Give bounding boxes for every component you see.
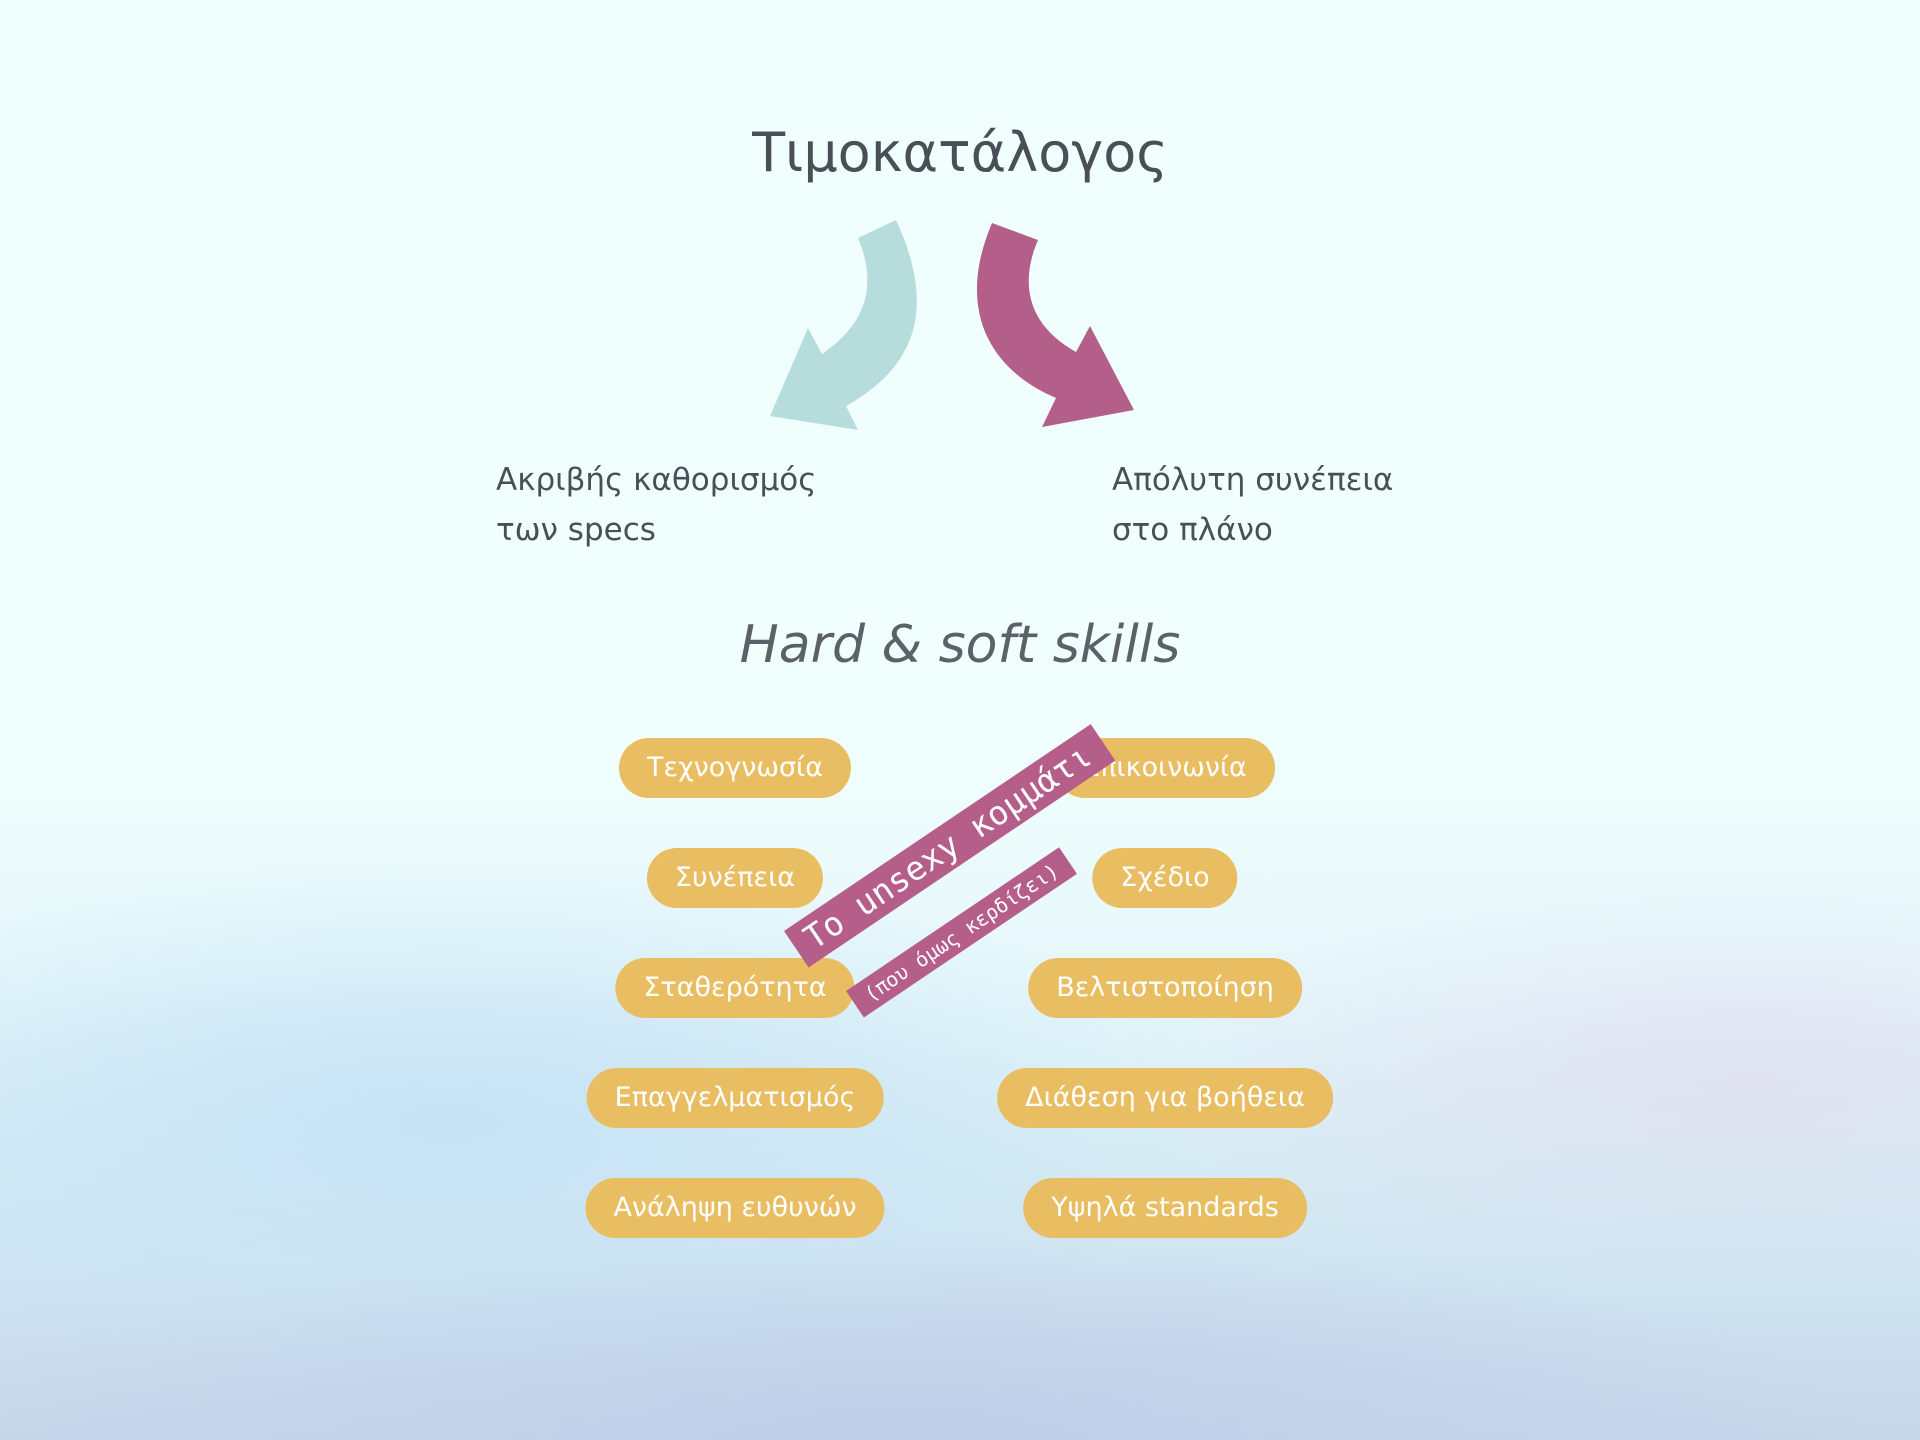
curved-arrow-down-left-icon bbox=[770, 220, 917, 430]
skills-subtitle: Hard & soft skills bbox=[739, 615, 1181, 675]
soft-skill-pill: Βελτιστοποίηση bbox=[1028, 958, 1302, 1018]
hard-skill-pill: Ανάληψη ευθυνών bbox=[585, 1178, 885, 1238]
right-caption-line2: στο πλάνο bbox=[1112, 512, 1273, 548]
soft-skill-pill: Σχέδιο bbox=[1092, 848, 1238, 908]
hard-skill-pill: Επαγγελματισμός bbox=[586, 1068, 884, 1128]
soft-skill-pill: Διάθεση για βοήθεια bbox=[997, 1068, 1333, 1128]
hard-skill-pill: Τεχνογνωσία bbox=[618, 738, 852, 798]
left-caption-line1: Ακριβής καθορισμός bbox=[496, 462, 817, 498]
slide-title: Τιμοκατάλογος bbox=[752, 121, 1168, 184]
right-caption-line1: Απόλυτη συνέπεια bbox=[1112, 462, 1394, 498]
left-caption: Ακριβής καθορισμός των specs bbox=[496, 455, 816, 555]
right-caption: Απόλυτη συνέπεια στο πλάνο bbox=[1112, 455, 1393, 555]
hard-skill-pill: Συνέπεια bbox=[646, 848, 824, 908]
hard-skill-pill: Σταθερότητα bbox=[615, 958, 855, 1018]
curved-arrow-down-right-icon bbox=[976, 223, 1134, 427]
soft-skill-pill: Υψηλά standards bbox=[1023, 1178, 1307, 1238]
left-caption-line2: των specs bbox=[496, 512, 656, 548]
